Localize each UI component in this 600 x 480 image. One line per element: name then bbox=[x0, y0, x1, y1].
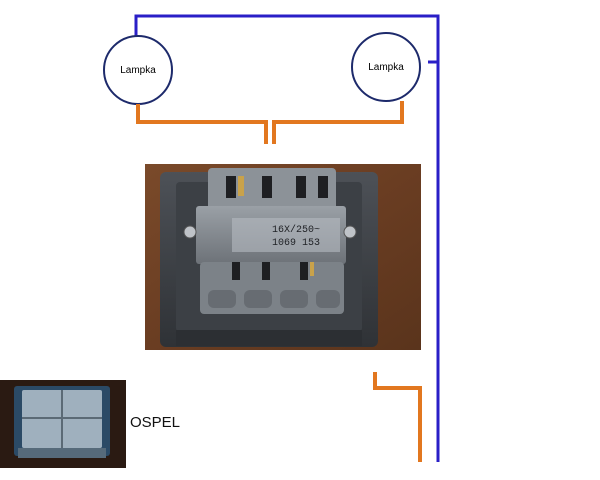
brand-label: OSPEL bbox=[130, 414, 181, 431]
switch-mechanism-photo: 16X/250~ 1069 153 bbox=[145, 164, 421, 350]
housing-marking-line1: 16X/250~ bbox=[272, 224, 320, 236]
lamp-left-label: Lampka bbox=[120, 65, 156, 76]
lamp-right: Lampka bbox=[351, 32, 421, 102]
housing-marking-line2: 1069 153 bbox=[272, 238, 320, 249]
orange-wire-left-lamp bbox=[136, 104, 268, 144]
faceplate-photo bbox=[0, 380, 126, 468]
lamp-left: Lampka bbox=[103, 35, 173, 105]
blue-wire bbox=[134, 14, 440, 462]
orange-wire-bottom bbox=[373, 372, 422, 462]
orange-wire-right-lamp bbox=[272, 101, 404, 144]
lamp-right-label: Lampka bbox=[368, 62, 404, 73]
